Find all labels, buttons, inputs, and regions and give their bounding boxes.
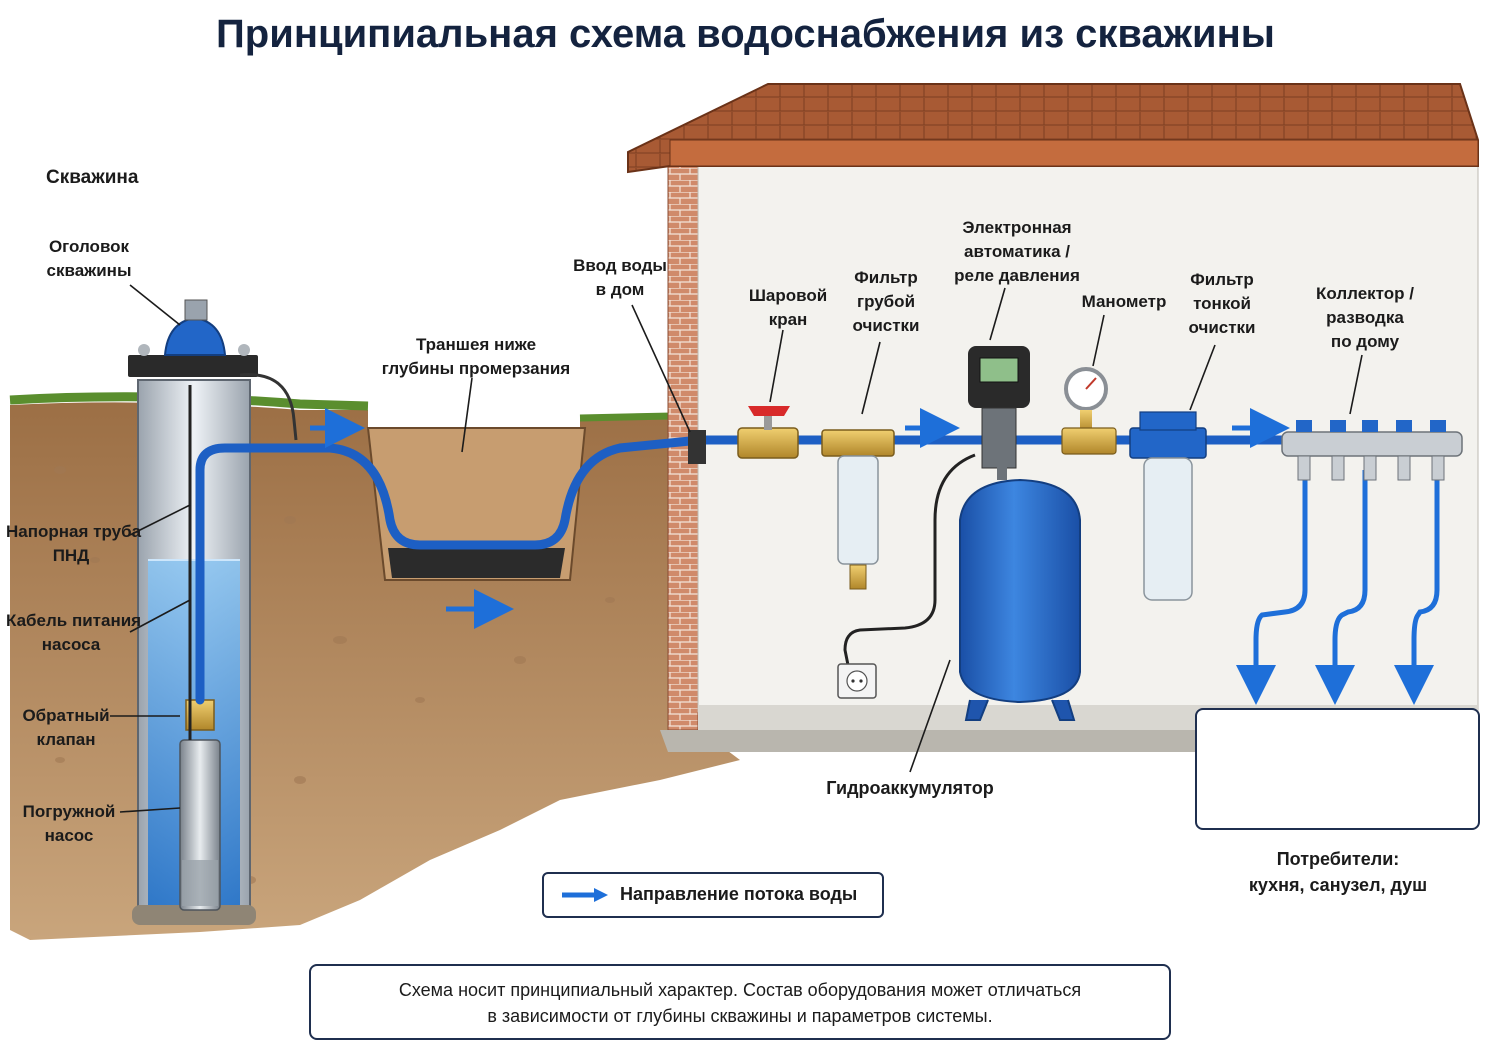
- pressure-switch: [968, 346, 1030, 469]
- coarse-filter: [821, 429, 895, 590]
- fine-filter: [1129, 411, 1207, 601]
- disclaimer-note: Схема носит принципиальный характер. Сос…: [309, 964, 1171, 1040]
- manometer: [1061, 367, 1117, 455]
- leader-lines: [110, 284, 1363, 813]
- ball-valve: [737, 406, 799, 459]
- socket-icon: [837, 663, 877, 699]
- legend: Направление потока воды: [542, 872, 884, 918]
- legend-text: Направление потока воды: [620, 884, 858, 904]
- note-line-2: в зависимости от глубины скважины и пара…: [487, 1006, 993, 1026]
- collector: [1281, 420, 1463, 481]
- trench: [366, 427, 587, 581]
- consumers-box: [1195, 708, 1480, 830]
- note-line-1: Схема носит принципиальный характер. Сос…: [398, 980, 1082, 1000]
- label-accumulator: Гидроаккумулятор: [826, 778, 994, 798]
- label-manometer: Манометр: [1081, 292, 1167, 311]
- switch-cable: [843, 453, 976, 666]
- label-consumers: Потребители:кухня, санузел, душ: [1248, 849, 1428, 895]
- flow-arrows: [310, 408, 1440, 705]
- flow-arrow-icon: [562, 888, 608, 902]
- page-title: Принципиальная схема водоснабжения из ск…: [216, 12, 1275, 56]
- wellhead: [128, 299, 258, 377]
- wall-sleeve: [688, 430, 706, 464]
- pressure-pipe: [195, 435, 705, 705]
- label-well: Скважина: [46, 167, 139, 188]
- hydro-accumulator: [959, 455, 1081, 721]
- submersible-pump: [179, 739, 221, 911]
